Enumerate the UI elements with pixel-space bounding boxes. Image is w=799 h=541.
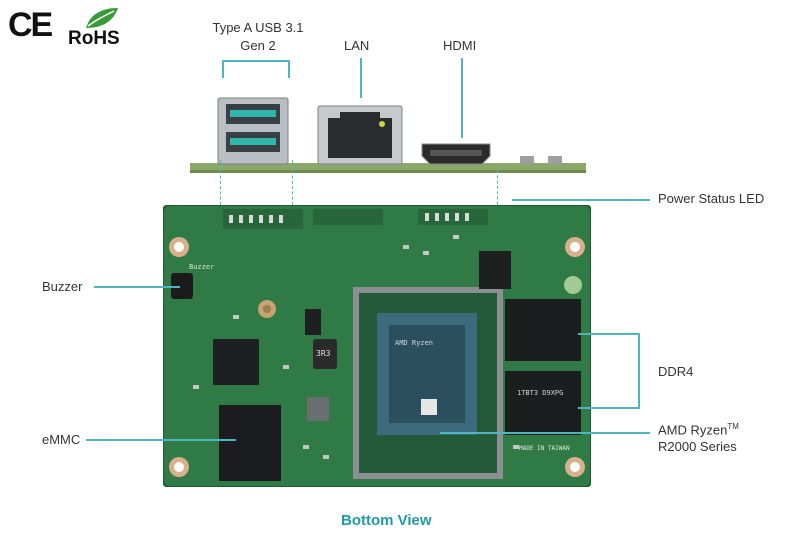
ddr4-label: DDR4 xyxy=(658,364,694,379)
leaf-icon xyxy=(86,8,118,28)
lan-leader xyxy=(360,58,362,98)
cpu-marking: AMD Ryzen xyxy=(395,339,433,347)
board-bottom-view: Buzzer 3R3 AMD Ryzen 1TBT3 D9XPG MADE IN… xyxy=(162,204,592,488)
usb-dashed-guide xyxy=(220,160,221,210)
buzzer-leader xyxy=(94,286,180,288)
emmc-leader xyxy=(86,439,236,441)
view-caption: Bottom View xyxy=(341,512,432,529)
cpu-label-line2: R2000 Series xyxy=(658,439,737,455)
ddr4-bracket-vertical xyxy=(638,333,640,409)
cpu-label-line1: AMD RyzenTM xyxy=(658,418,739,438)
made-in-marking: MADE IN TAIWAN xyxy=(519,445,570,452)
usb-bracket-left xyxy=(222,60,224,78)
cpu-label-tm: TM xyxy=(727,422,739,431)
ce-logo: CE xyxy=(8,6,53,44)
inductor-marking: 3R3 xyxy=(316,349,331,358)
usb-bracket-right xyxy=(288,60,290,78)
cpu-label: AMD RyzenTM R2000 Series xyxy=(658,418,739,455)
side-view-board xyxy=(190,90,590,190)
lan-label: LAN xyxy=(344,38,370,53)
power-led-label: Power Status LED xyxy=(658,191,765,206)
power-led-leader xyxy=(512,199,650,201)
usb-label: Type A USB 3.1 Gen 2 xyxy=(208,20,308,53)
ddr-chip-marking: 1TBT3 D9XPG xyxy=(517,389,564,397)
rohs-logo: RoHS xyxy=(68,6,138,50)
hdmi-label: HDMI xyxy=(443,38,477,53)
buzzer-label: Buzzer xyxy=(42,279,83,294)
hdmi-leader xyxy=(461,58,463,138)
cpu-leader xyxy=(440,432,650,434)
emmc-label: eMMC xyxy=(42,432,81,447)
ddr4-bracket-bottom xyxy=(578,407,640,409)
usb-dashed-guide-2 xyxy=(292,160,293,210)
ddr4-bracket-top xyxy=(578,333,640,335)
rohs-text: RoHS xyxy=(68,28,120,49)
usb-label-line2: Gen 2 xyxy=(240,38,276,53)
hdmi-dashed-guide xyxy=(497,170,498,210)
usb-bracket-top xyxy=(222,60,290,62)
usb-label-line1: Type A USB 3.1 xyxy=(212,20,304,35)
buzzer-silkscreen: Buzzer xyxy=(189,263,215,271)
cpu-label-name: AMD Ryzen xyxy=(658,422,728,438)
